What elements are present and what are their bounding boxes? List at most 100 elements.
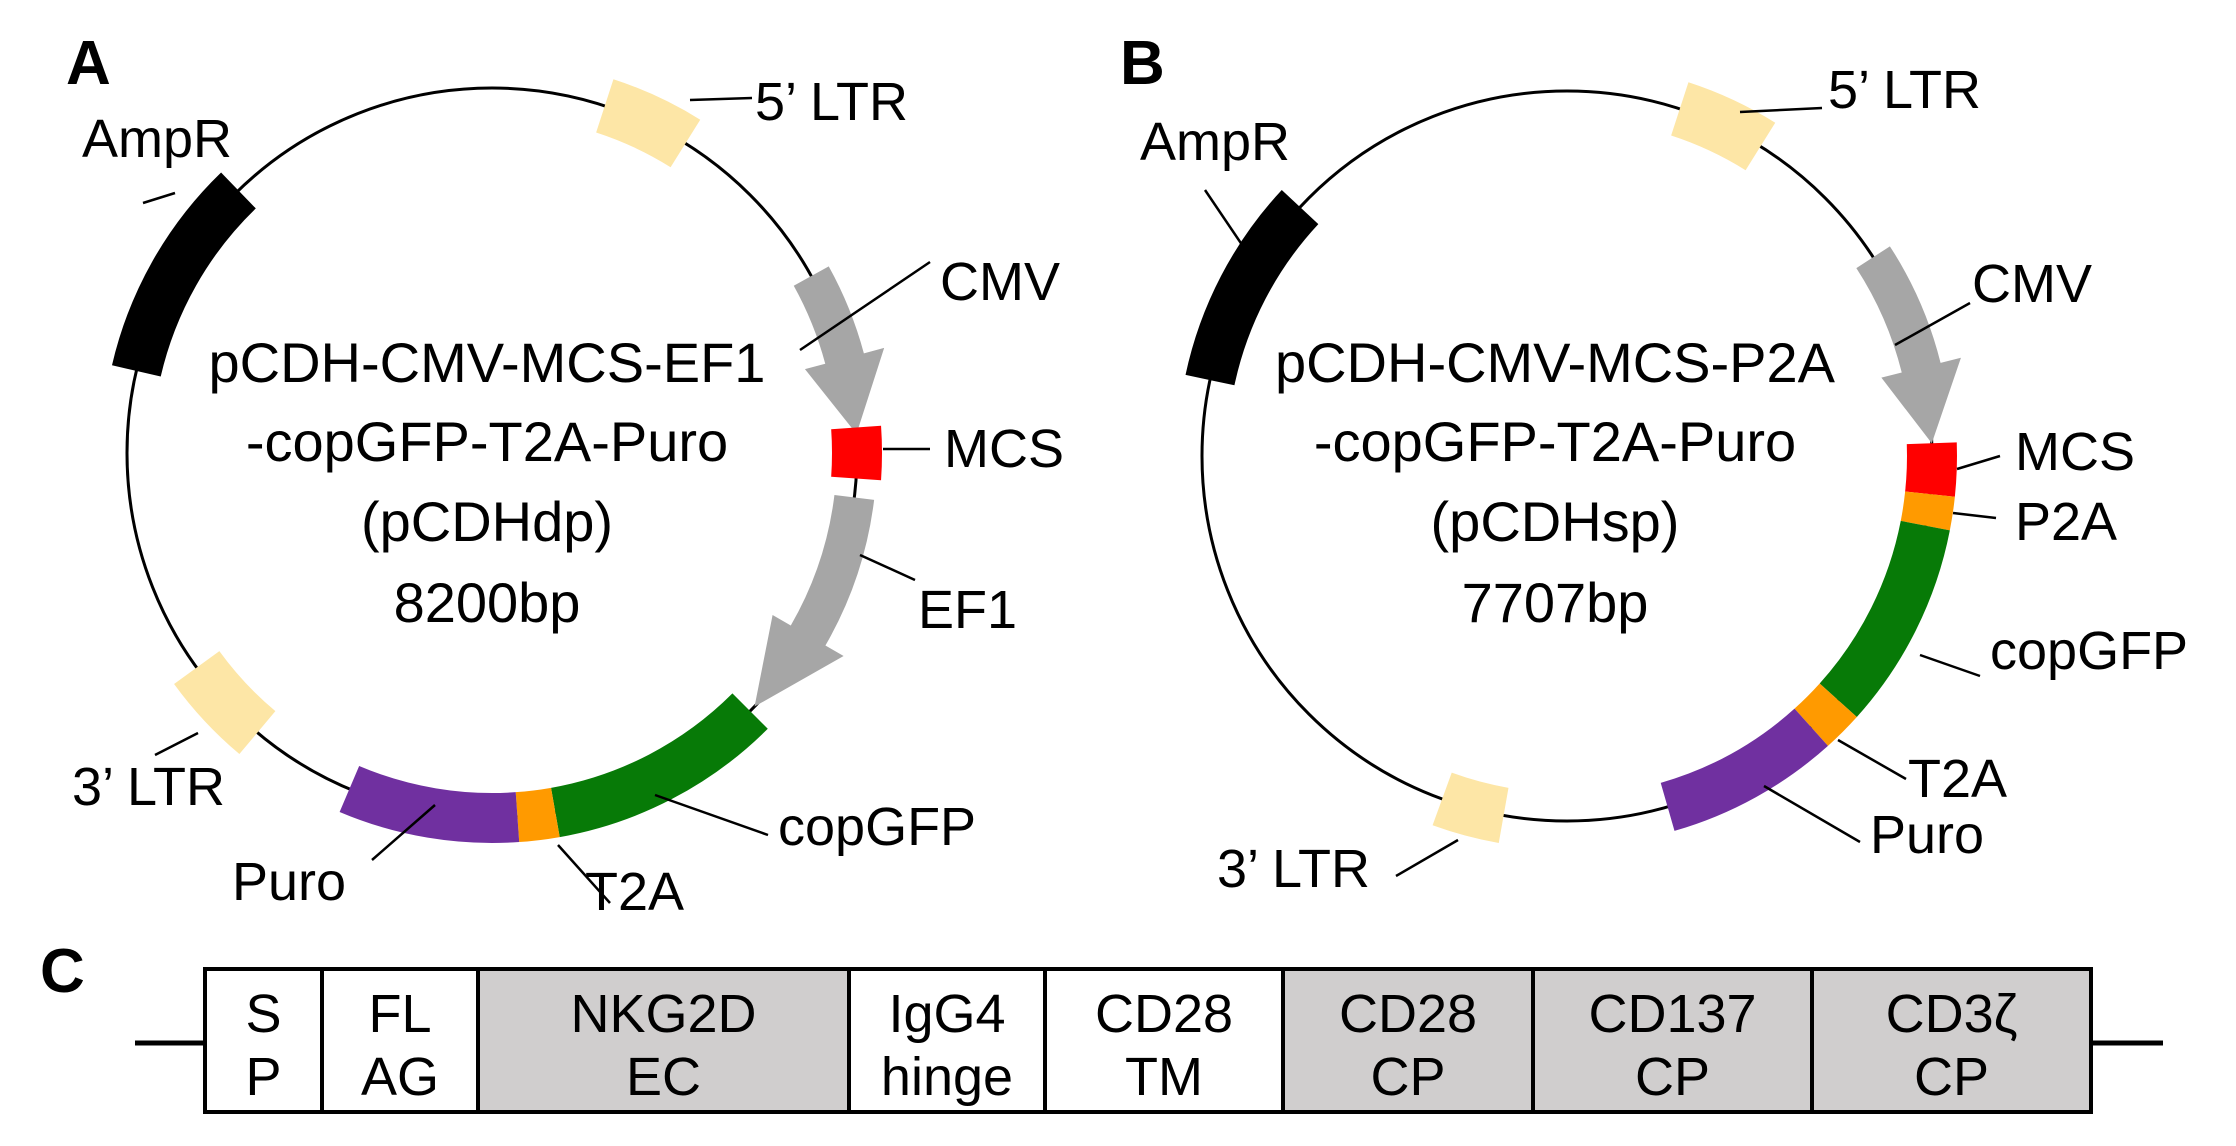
- domain-label-line1: FL: [368, 984, 431, 1044]
- feature-shape-copgfp: [551, 693, 768, 838]
- plasmid-title-b: pCDH-CMV-MCS-P2A -copGFP-T2A-Puro (pCDHs…: [1275, 331, 1836, 634]
- panel-letter-b: B: [1120, 29, 1165, 98]
- feature-ltr5: 5’ LTR: [1671, 60, 1981, 171]
- feature-label-cmv: CMV: [1972, 254, 2092, 314]
- domain-label-line1: CD28: [1339, 984, 1477, 1044]
- feature-copgfp: copGFP: [1819, 520, 2188, 717]
- domain-label-line1: CD3ζ: [1886, 984, 2018, 1044]
- feature-shape-copgfp: [1819, 520, 1950, 717]
- feature-shape-p2a: [1900, 491, 1955, 531]
- feature-label-t2a: T2A: [1908, 749, 2007, 809]
- feature-mcs: MCS: [831, 419, 1064, 481]
- leader-line-cmv: [1894, 301, 1971, 347]
- feature-shape-cmv: [1856, 246, 1961, 444]
- leader-line-puro: [371, 804, 436, 861]
- plasmid-name-line: pCDH-CMV-MCS-EF1: [209, 331, 766, 394]
- feature-label-t2a: T2A: [585, 862, 684, 922]
- feature-t2a: T2A: [515, 787, 684, 922]
- feature-ampr: AmpR: [1140, 112, 1319, 386]
- feature-shape-ltr3: [1432, 772, 1509, 844]
- leader-line-p2a: [1952, 511, 1997, 520]
- domain-label-line2: AG: [361, 1047, 439, 1107]
- feature-shape-ampr: [1185, 190, 1319, 386]
- domain-box: [1810, 967, 2093, 1114]
- feature-ltr5: 5’ LTR: [596, 72, 908, 168]
- plasmid-name-line: -copGFP-T2A-Puro: [1314, 410, 1796, 473]
- feature-shape-t2a: [515, 787, 560, 843]
- feature-label-ltr5: 5’ LTR: [755, 72, 908, 132]
- feature-label-ef1: EF1: [918, 580, 1017, 640]
- feature-shape-mcs: [831, 425, 882, 481]
- feature-label-ltr3: 3’ LTR: [1217, 839, 1370, 899]
- feature-puro: Puro: [1660, 708, 1984, 865]
- leader-line-t2a: [557, 844, 611, 904]
- domain-label-line2: CP: [1635, 1047, 1710, 1107]
- feature-shape-ltr5: [596, 79, 701, 168]
- leader-line-copgfp: [654, 793, 769, 837]
- domain-label-line2: P: [245, 1047, 281, 1107]
- panel-letter-a: A: [66, 29, 111, 98]
- domain-box: [1281, 967, 1535, 1114]
- feature-label-ampr: AmpR: [1140, 112, 1290, 172]
- domain-label-line1: S: [245, 984, 281, 1044]
- domain-label-line1: IgG4: [888, 984, 1005, 1044]
- construct-domains: SPFLAGNKG2DECIgG4hingeCD28TMCD28CPCD137C…: [203, 967, 2093, 1114]
- feature-shape-ltr5: [1671, 82, 1776, 171]
- feature-shape-ltr3: [174, 651, 276, 755]
- panel-letter-c: C: [40, 937, 85, 1006]
- leader-line-ltr5: [689, 96, 753, 102]
- feature-puro: Puro: [232, 765, 520, 912]
- plasmid-size: 8200bp: [394, 571, 581, 634]
- feature-shape-mcs: [1905, 442, 1957, 497]
- domain-label-line2: CP: [1914, 1047, 1989, 1107]
- leader-line-ltr3: [1395, 838, 1459, 878]
- leader-line-mcs: [1956, 454, 2001, 471]
- feature-shape-puro: [1660, 708, 1828, 831]
- leader-line-puro: [1763, 784, 1861, 844]
- feature-label-copgfp: copGFP: [1990, 621, 2188, 681]
- feature-label-cmv: CMV: [940, 252, 1060, 312]
- feature-label-mcs: MCS: [944, 419, 1064, 479]
- feature-label-ltr5: 5’ LTR: [1828, 60, 1981, 120]
- leader-line-cmv: [799, 260, 931, 352]
- domain-box: [476, 967, 851, 1114]
- feature-p2a: P2A: [1900, 491, 2117, 552]
- feature-cmv: CMV: [1856, 246, 2092, 444]
- panel-c-car-construct: C SPFLAGNKG2DECIgG4hingeCD28TMCD28CPCD13…: [40, 937, 2163, 1114]
- feature-t2a: T2A: [1794, 683, 2007, 809]
- feature-copgfp: copGFP: [551, 693, 976, 857]
- feature-label-puro: Puro: [232, 852, 346, 912]
- feature-label-p2a: P2A: [2015, 492, 2117, 552]
- feature-shape-puro: [339, 765, 520, 843]
- domain-label-line1: CD137: [1588, 984, 1756, 1044]
- feature-shape-ampr: [111, 172, 256, 377]
- leader-line-ef1: [859, 553, 916, 582]
- feature-shape-t2a: [1794, 683, 1857, 746]
- feature-label-mcs: MCS: [2015, 422, 2135, 482]
- leader-line-t2a: [1837, 738, 1907, 781]
- leader-line-ltr3: [154, 731, 199, 757]
- leader-line-copgfp: [1919, 653, 1981, 678]
- domain-s-p: SP: [203, 967, 324, 1114]
- plasmid-short-name: (pCDHsp): [1431, 490, 1680, 553]
- feature-shape-cmv: [793, 266, 885, 434]
- leader-line-ampr: [142, 191, 176, 205]
- leader-line-ampr: [1203, 189, 1257, 265]
- feature-ampr: AmpR: [82, 109, 256, 377]
- domain-label-line1: NKG2D: [570, 984, 756, 1044]
- plasmid-title-a: pCDH-CMV-MCS-EF1 -copGFP-T2A-Puro (pCDHd…: [209, 331, 766, 634]
- domain-label-line2: EC: [626, 1047, 701, 1107]
- leader-line-ltr5: [1739, 106, 1823, 114]
- feature-label-ltr3: 3’ LTR: [72, 757, 225, 817]
- feature-ef1: EF1: [754, 495, 1017, 707]
